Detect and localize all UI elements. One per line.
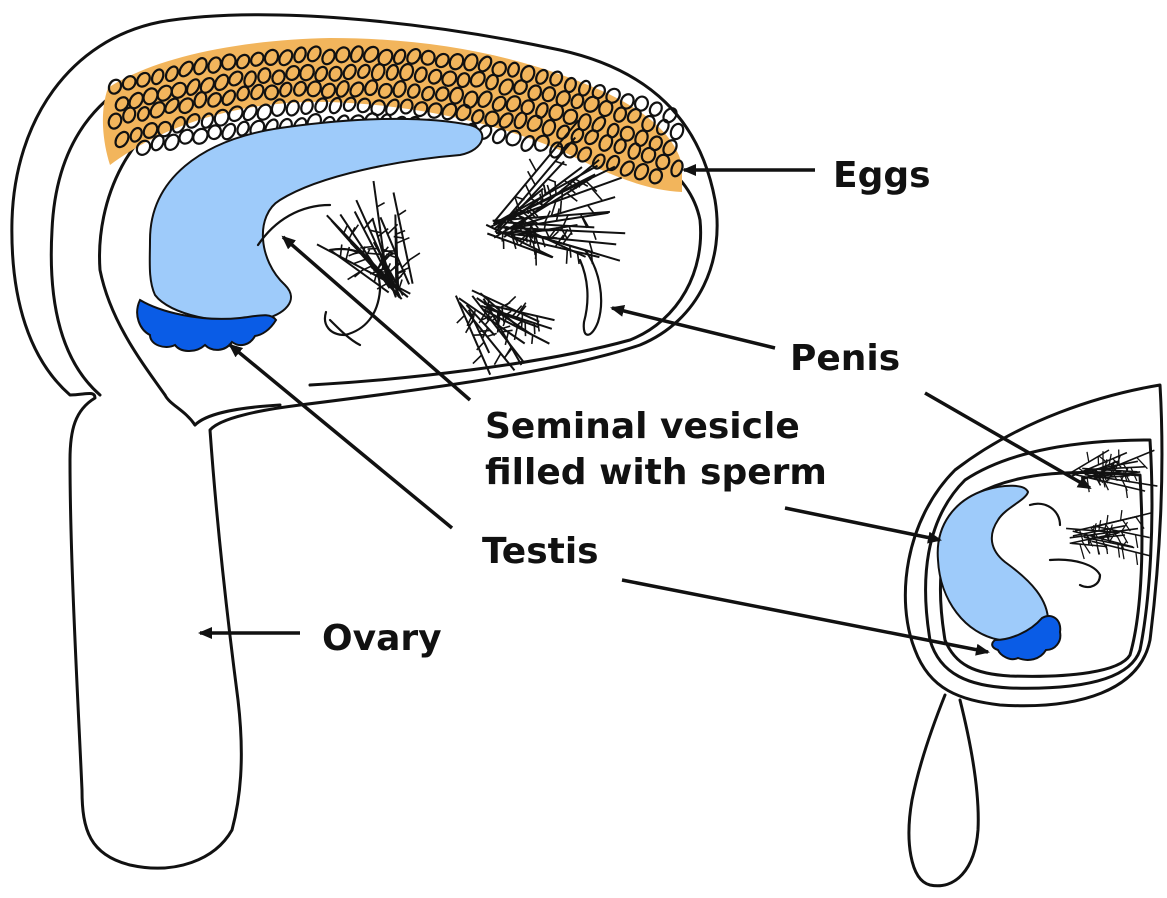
bristle-barb (560, 201, 561, 214)
bristle-barb (368, 249, 379, 250)
label-eggs: Eggs (833, 155, 931, 196)
small-seminal-vesicle (938, 486, 1048, 642)
bristle-barb (354, 259, 366, 263)
bristle-barb (530, 232, 531, 245)
arrow-testis-large (230, 345, 452, 528)
bristle-barb (1080, 544, 1084, 559)
bristle-barb (534, 235, 535, 244)
bristle-barb (570, 246, 571, 258)
bristle-barb (591, 252, 592, 264)
bristle-barb (473, 335, 485, 336)
bristle-barb (567, 249, 568, 264)
label-penis: Penis (790, 338, 900, 379)
bristle-barb (1121, 510, 1122, 520)
bristle-barb (536, 249, 537, 259)
bristle-barb (457, 315, 465, 323)
bristle-barb (542, 190, 543, 201)
label-ovary: Ovary (322, 618, 442, 659)
bristle-barb (593, 232, 596, 240)
small-penis-bristles (1066, 450, 1157, 565)
egg (655, 118, 671, 136)
bristle-barb (1136, 535, 1138, 548)
arrow-testis-small (622, 580, 988, 652)
bristle-barb (494, 354, 500, 365)
bristle-barb (340, 245, 341, 257)
arrow-penis-large (612, 308, 775, 348)
label-seminal-vesicle-line1: Seminal vesicle (485, 406, 800, 447)
bristle-barb (504, 348, 512, 358)
bristle-barb (408, 253, 420, 261)
label-testis: Testis (482, 531, 599, 572)
bristle-barb (479, 331, 490, 332)
bristle-barb (532, 335, 533, 344)
bristle-barb (398, 210, 406, 215)
label-seminal-vesicle-line2: filled with sperm (485, 452, 827, 493)
bristle-barb (544, 185, 545, 195)
arrow-seminal-large (283, 237, 470, 400)
bristle-barb (1087, 452, 1089, 462)
bristle-barb (592, 189, 602, 201)
bristle-barb (529, 159, 536, 171)
large-penis (258, 205, 601, 345)
bristle-barb (561, 216, 567, 231)
bristle-barb (1126, 487, 1128, 499)
labels: Eggs Penis Seminal vesicle filled with s… (322, 155, 931, 659)
bristle-barb (1088, 535, 1089, 544)
bristle-barb (377, 203, 385, 207)
bristle-barb (1136, 552, 1138, 565)
arrow-seminal-small (785, 508, 940, 540)
large-stalk-neck (165, 395, 195, 425)
egg (661, 106, 679, 125)
small-specimen (905, 385, 1162, 886)
bristle-barb (1106, 545, 1107, 554)
small-stalk (909, 695, 978, 886)
egg (190, 126, 210, 147)
bristle-barb (473, 355, 482, 364)
bristle-barb (502, 233, 503, 242)
bristle-barb (1107, 515, 1108, 524)
bristle-barb (348, 272, 360, 280)
bristle-barb (503, 330, 513, 332)
large-seminal-vesicle (150, 119, 483, 321)
